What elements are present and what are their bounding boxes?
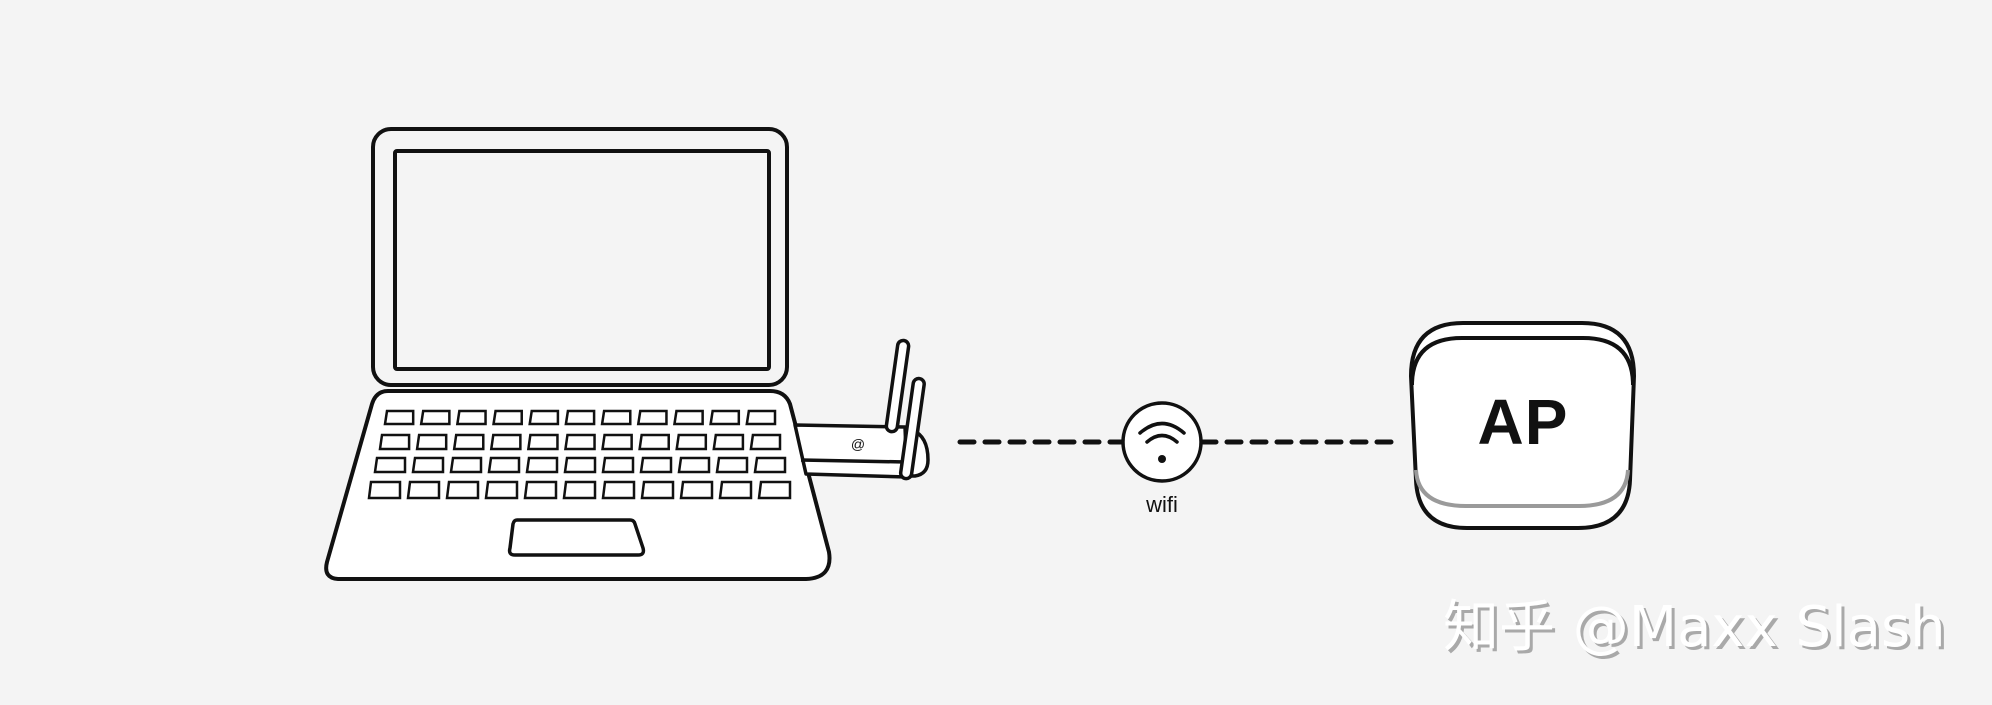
access-point-icon (1409, 321, 1636, 530)
keyboard-key (562, 480, 597, 500)
keyboard-key (406, 480, 441, 500)
keyboard-key (419, 409, 451, 426)
usb-wifi-adapter-icon: @ (793, 338, 930, 481)
keyboard-key (601, 456, 635, 474)
keyboard-key (378, 433, 411, 451)
keyboard-key (526, 433, 559, 451)
keyboard-key (757, 480, 792, 500)
keyboard-key (445, 480, 480, 500)
keyboard-key (675, 433, 708, 451)
keyboard-key (523, 480, 558, 500)
keyboard-key (745, 409, 777, 426)
trackpad (507, 518, 646, 557)
keyboard-key (415, 433, 448, 451)
keyboard-key (411, 456, 445, 474)
keyboard-key (373, 456, 407, 474)
svg-text:@: @ (851, 436, 865, 452)
keyboard-key (563, 456, 597, 474)
keyboard-key (601, 480, 636, 500)
keyboard-key (672, 409, 704, 426)
keyboard-key (525, 456, 559, 474)
keyboard-key (639, 456, 673, 474)
keyboard-key (383, 409, 415, 426)
keyboard-key (640, 480, 675, 500)
watermark: 知乎 @Maxx Slash (1443, 595, 1946, 660)
keyboard-key (455, 409, 487, 426)
keyboard-key (489, 433, 522, 451)
wifi-icon (1121, 401, 1203, 483)
keyboard-key (753, 456, 787, 474)
keyboard-key (487, 456, 521, 474)
keyboard-key (564, 409, 596, 426)
keyboard-key (367, 480, 402, 500)
wifi-label: wifi (1146, 492, 1178, 517)
keyboard (367, 409, 792, 500)
keyboard-key (452, 433, 485, 451)
keyboard-key (492, 409, 523, 426)
keyboard-key (712, 433, 745, 451)
keyboard-key (449, 456, 483, 474)
keyboard-key (677, 456, 711, 474)
keyboard-key (638, 433, 670, 451)
keyboard-key (709, 409, 741, 426)
keyboard-key (636, 409, 668, 426)
keyboard-key (601, 433, 633, 451)
keyboard-key (749, 433, 782, 451)
laptop-screen (393, 149, 771, 371)
laptop-icon (324, 127, 832, 581)
keyboard-key (718, 480, 753, 500)
keyboard-key (528, 409, 560, 426)
ap-label: AP (1477, 386, 1569, 458)
keyboard-key (715, 456, 749, 474)
keyboard-key (564, 433, 596, 451)
keyboard-key (600, 409, 632, 426)
keyboard-key (679, 480, 714, 500)
keyboard-key (484, 480, 519, 500)
